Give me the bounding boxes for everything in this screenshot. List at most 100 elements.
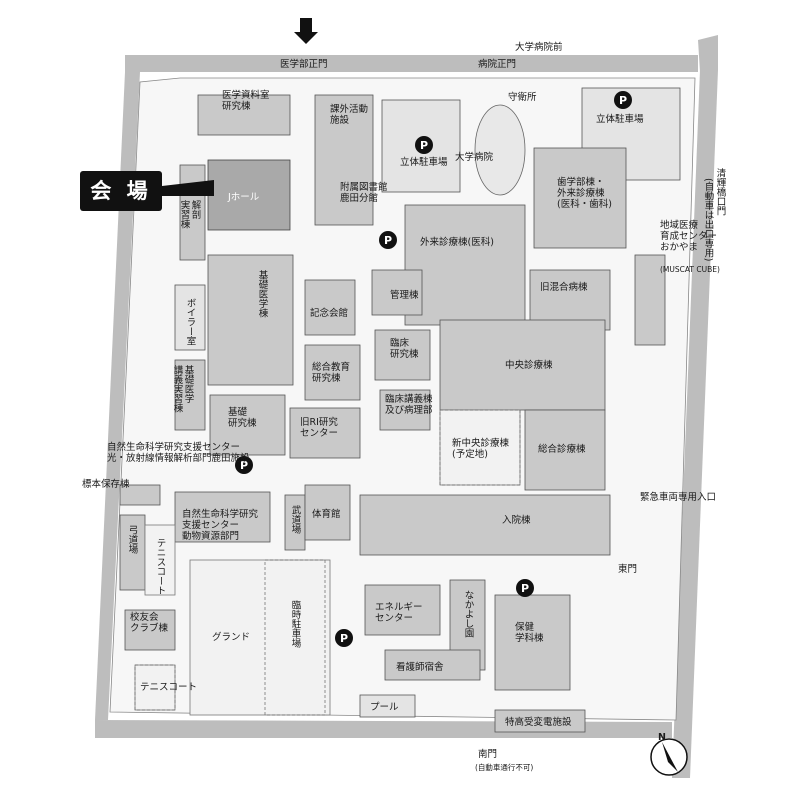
gate-kiyomizu-note: (自動車は出口専用) [703,178,715,261]
natural-animal-building [174,491,271,543]
clinical-research-building [374,329,431,381]
label-substation: 特高受変電施設 [505,716,572,728]
venue-callout: 会 場 [80,171,162,211]
specimen-building [119,484,161,506]
label-extracurricular: 課外活動施設 [330,103,368,126]
ri-center-building [289,407,361,459]
label-basic-lecture: 基礎医学講義実習棟 [172,364,195,413]
label-center: 地域医療育成センターおかやま [660,219,717,253]
label-dojo: 武道場 [290,504,302,534]
gate-kiyomizu: 清輝橋口門 [715,167,727,216]
parking-letters: P P P P P P [240,94,627,645]
entrance-arrow-icon [294,18,318,44]
label-library-branch: 附属図書館鹿田分館 [340,181,388,204]
label-central-clinic: 中央診療棟 [505,359,553,371]
callout-pointer [162,180,214,196]
gate-east: 東門 [618,563,637,575]
label-medical-library: 医学資料室研究棟 [222,89,270,112]
hospital-drive-circle [474,104,526,196]
nurse-dormitory [384,649,481,681]
extracurricular-library-block [314,94,374,226]
regional-center-building [634,254,666,346]
label-clinical-research: 臨床研究棟 [390,337,419,360]
label-natural-animal: 自然生命科学研究支援センター動物資源部門 [182,508,259,542]
label-general-clinic: 総合診療棟 [538,443,586,455]
east-road [672,70,718,778]
label-j-hall: Jホール [227,192,260,203]
gate-south: 南門 [478,748,497,760]
parking-label: P [340,632,348,645]
label-nurse-dorm: 看護師宿舎 [396,661,444,673]
south-road [95,720,672,738]
admin-building [371,269,423,316]
parking-label: P [619,94,627,107]
parking-label: P [521,582,529,595]
north-east-road [698,35,718,72]
bow-range [119,514,146,591]
label-inpatient: 入院棟 [502,514,531,526]
label-tennis-2: テニスコート [140,682,197,693]
dental-building [533,147,627,249]
label-specimen: 標本保存棟 [82,478,130,490]
health-building [494,594,571,691]
club-building [124,609,176,651]
parking-icon [415,136,433,154]
label-bow: 弓道場 [127,525,139,554]
tennis-court-1 [144,524,176,596]
north-road [125,55,698,72]
label-anatomy: 解剖実習棟 [179,199,202,229]
compass-icon: N [650,732,688,776]
label-admin: 管理棟 [390,289,419,301]
parking-markers [235,91,632,647]
label-new-central: 新中央診療棟(予定地) [452,437,510,460]
gate-south-note: (自動車通行不可) [475,762,533,772]
basic-lecture-building [174,359,206,431]
label-parking-1: 立体駐車場 [400,156,448,168]
label-tennis-1: テニスコート [155,538,167,595]
j-hall-building [207,159,291,231]
basic-research-building [209,394,286,456]
label-boiler: ボイラー室 [185,298,197,346]
west-road [95,72,140,720]
label-hospital: 大学病院 [455,151,494,163]
parking-icon [516,579,534,597]
label-nakayoshi: なかよし園 [463,590,475,638]
label-health: 保健学科棟 [515,621,544,644]
label-energy: エネルギーセンター [375,602,423,624]
anatomy-building [179,164,206,261]
substation-building [494,709,586,733]
label-outpatient: 外来診療棟(医科) [420,236,494,248]
tennis-court-2-outline [134,664,176,711]
label-basic-med: 基礎医学棟 [257,269,269,318]
gym-building [304,484,351,541]
central-clinic-building [439,319,606,411]
label-pool: プール [370,702,399,713]
label-basic-research: 基礎研究棟 [228,406,257,429]
label-lecture-path: 臨床講義棟及び病理部 [385,393,433,416]
new-central-site-outline [439,409,521,486]
pool [359,694,416,718]
parking-icon [235,456,253,474]
gate-medical-front: 医学部正門 [280,58,328,70]
gate-hospital-front: 病院正門 [478,58,516,70]
parking-icon [379,231,397,249]
parking-label: P [240,459,248,472]
label-natural-support: 自然生命科学研究支援センター光・放射線情報解析部門鹿田施設 [107,441,250,464]
lecture-pathology-building [379,389,431,431]
label-ground: グランド [212,631,250,643]
label-general-edu: 総合教育研究棟 [312,361,350,384]
compass-label: N [658,732,666,743]
parking-label: P [420,139,428,152]
gate-hospital-front-stop: 大学病院前 [515,41,563,53]
label-center-en: (MUSCAT CUBE) [660,265,720,274]
medical-library-building [197,94,291,136]
general-education-building [304,344,361,401]
gate-emergency: 緊急車両専用入口 [640,491,716,503]
label-temp-parking: 臨時駐車場 [290,599,302,648]
general-clinic-building [524,409,606,491]
memorial-hall [304,279,356,336]
boiler-room [174,284,206,351]
ground-field [189,559,331,716]
